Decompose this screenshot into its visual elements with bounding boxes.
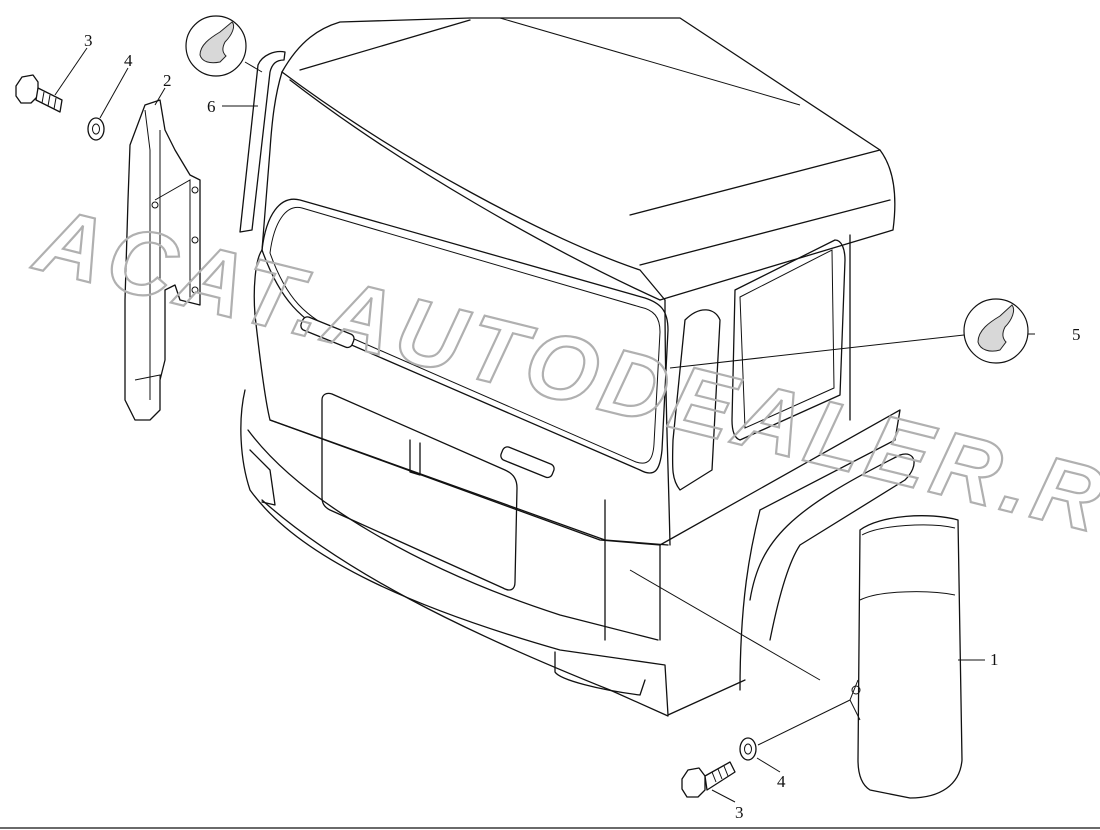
callout-right-bolt: 3 <box>735 803 744 822</box>
callout-left-trim: 2 <box>163 71 172 90</box>
leader-lines <box>54 47 1035 803</box>
callout-left-bolt: 3 <box>84 31 93 50</box>
callout-left-washer: 4 <box>124 51 133 70</box>
callout-right-seal: 5 <box>1072 325 1081 344</box>
left-corner-trim <box>124 99 201 421</box>
right-corner-trim <box>849 515 963 799</box>
right-washer <box>739 737 757 761</box>
right-bolt <box>681 761 736 798</box>
top-seal-strip <box>239 50 286 233</box>
callout-top-seal: 6 <box>207 97 216 116</box>
watermark: ACAT.AUTODEALER.RU <box>25 188 1100 571</box>
left-bolt <box>15 74 63 113</box>
callout-right-trim: 1 <box>990 650 999 669</box>
seal-section-detail-top <box>185 15 247 77</box>
left-washer <box>87 117 105 141</box>
seal-section-detail-right <box>963 298 1029 364</box>
callout-right-washer: 4 <box>777 772 786 791</box>
truck-cab <box>240 17 915 717</box>
